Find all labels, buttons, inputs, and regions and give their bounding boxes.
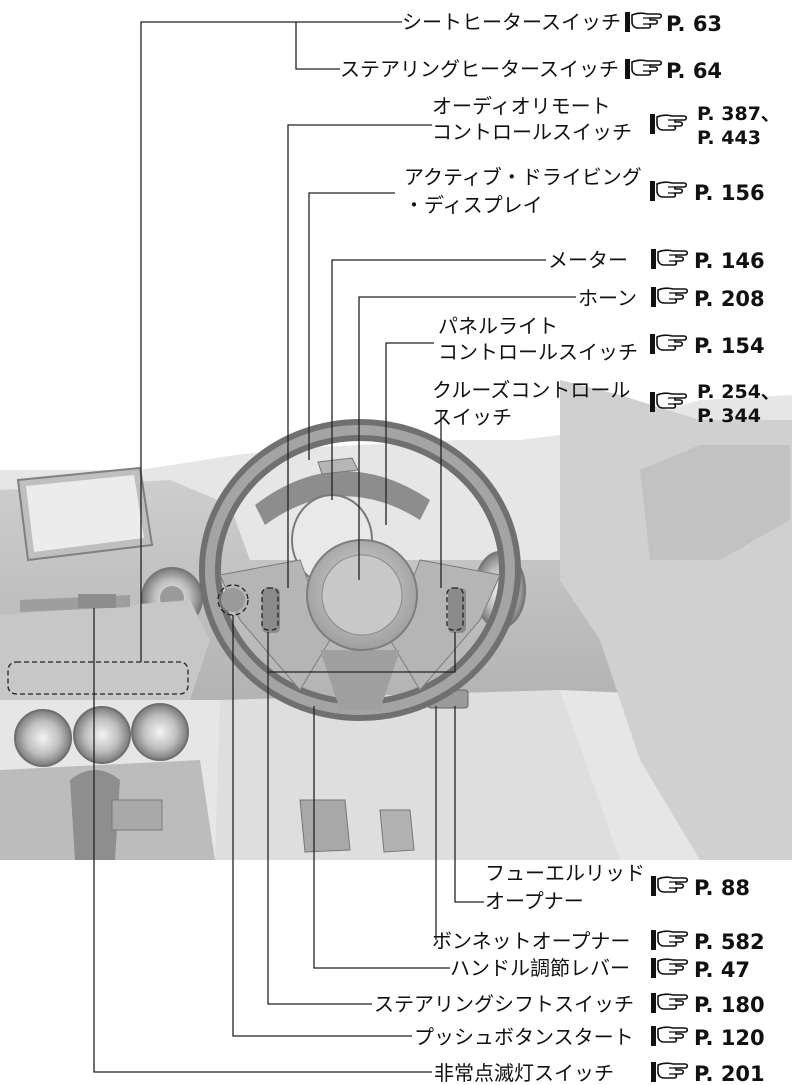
active-driving-display-label-line2: ・ディスプレイ: [404, 193, 543, 217]
bonnet-opener-label: ボンネットオープナー: [432, 929, 630, 953]
steering-shift-switch-ref[interactable]: P. 180: [694, 993, 765, 1017]
seat-heater-switch-ref[interactable]: P. 63: [666, 12, 722, 36]
right-switch-highlight: [446, 587, 464, 631]
steering-heater-switch-label: ステアリングヒータースイッチ: [340, 57, 619, 81]
push-button-start-label: プッシュボタンスタート: [414, 1025, 634, 1049]
cruise-control-ref-2[interactable]: P. 344: [697, 405, 761, 427]
panel-light-ref[interactable]: P. 154: [694, 334, 765, 358]
meter-label: メーター: [548, 248, 628, 272]
active-driving-display-label-line1: アクティブ・ドライビング: [404, 165, 642, 189]
push-button-start-ref[interactable]: P. 120: [694, 1026, 765, 1050]
pointing-hand-icon: [649, 113, 688, 135]
pointing-hand-icon: [650, 992, 689, 1014]
seat-heater-highlight: [7, 661, 189, 695]
meter-ref[interactable]: P. 146: [694, 249, 765, 273]
leader-lines: [93, 21, 576, 1073]
steering-shift-switch-label: ステアリングシフトスイッチ: [374, 992, 634, 1016]
audio-remote-ref-2[interactable]: P. 443: [697, 127, 761, 149]
interior-illustration: [0, 380, 792, 860]
steering-heater-switch-ref[interactable]: P. 64: [666, 59, 722, 83]
audio-remote-ref-1[interactable]: P. 387、: [697, 103, 780, 125]
fuel-lid-label-line2: オープナー: [485, 889, 584, 913]
hazard-warning-switch-label: 非常点滅灯スイッチ: [434, 1061, 614, 1085]
cruise-control-label-line1: クルーズコントロール: [432, 378, 630, 402]
pointing-hand-icon: [650, 1061, 689, 1083]
fuel-lid-ref[interactable]: P. 88: [694, 876, 750, 900]
panel-light-label-line1: パネルライト: [438, 314, 558, 338]
bonnet-opener-ref[interactable]: P. 582: [694, 930, 765, 954]
panel-light-label-line2: コントロールスイッチ: [438, 340, 638, 364]
pointing-hand-icon: [650, 248, 689, 270]
horn-ref[interactable]: P. 208: [694, 287, 765, 311]
left-switch-highlight: [261, 587, 279, 631]
audio-remote-label-line2: コントロールスイッチ: [432, 120, 632, 144]
steering-adjust-lever-label: ハンドル調節レバー: [450, 956, 630, 980]
cruise-control-label-line2: スイッチ: [432, 405, 512, 429]
pointing-hand-icon: [624, 58, 663, 80]
push-start-highlight: [217, 584, 249, 616]
fuel-lid-label-line1: フューエルリッド: [485, 861, 645, 885]
pointing-hand-icon: [624, 11, 663, 33]
horn-label: ホーン: [578, 286, 637, 310]
pointing-hand-icon: [650, 286, 689, 308]
cruise-control-ref-1[interactable]: P. 254、: [697, 381, 780, 403]
highlight-markers: [7, 584, 464, 695]
active-driving-display-ref[interactable]: P. 156: [694, 181, 765, 205]
pointing-hand-icon: [650, 929, 689, 951]
pointing-hand-icon: [650, 875, 689, 897]
audio-remote-label-line1: オーディオリモート: [432, 94, 611, 118]
callout-labels: シートヒータースイッチ P. 63 ステアリングヒータースイッチ P. 64 オ…: [340, 10, 780, 1085]
pointing-hand-icon: [649, 180, 688, 202]
steering-adjust-lever-ref[interactable]: P. 47: [694, 958, 750, 982]
seat-heater-switch-label: シートヒータースイッチ: [402, 10, 621, 34]
pointing-hand-icon: [650, 1025, 689, 1047]
pointing-hand-icon: [649, 333, 688, 355]
hazard-warning-switch-ref[interactable]: P. 201: [694, 1062, 765, 1085]
pointing-hand-icon: [650, 957, 689, 979]
